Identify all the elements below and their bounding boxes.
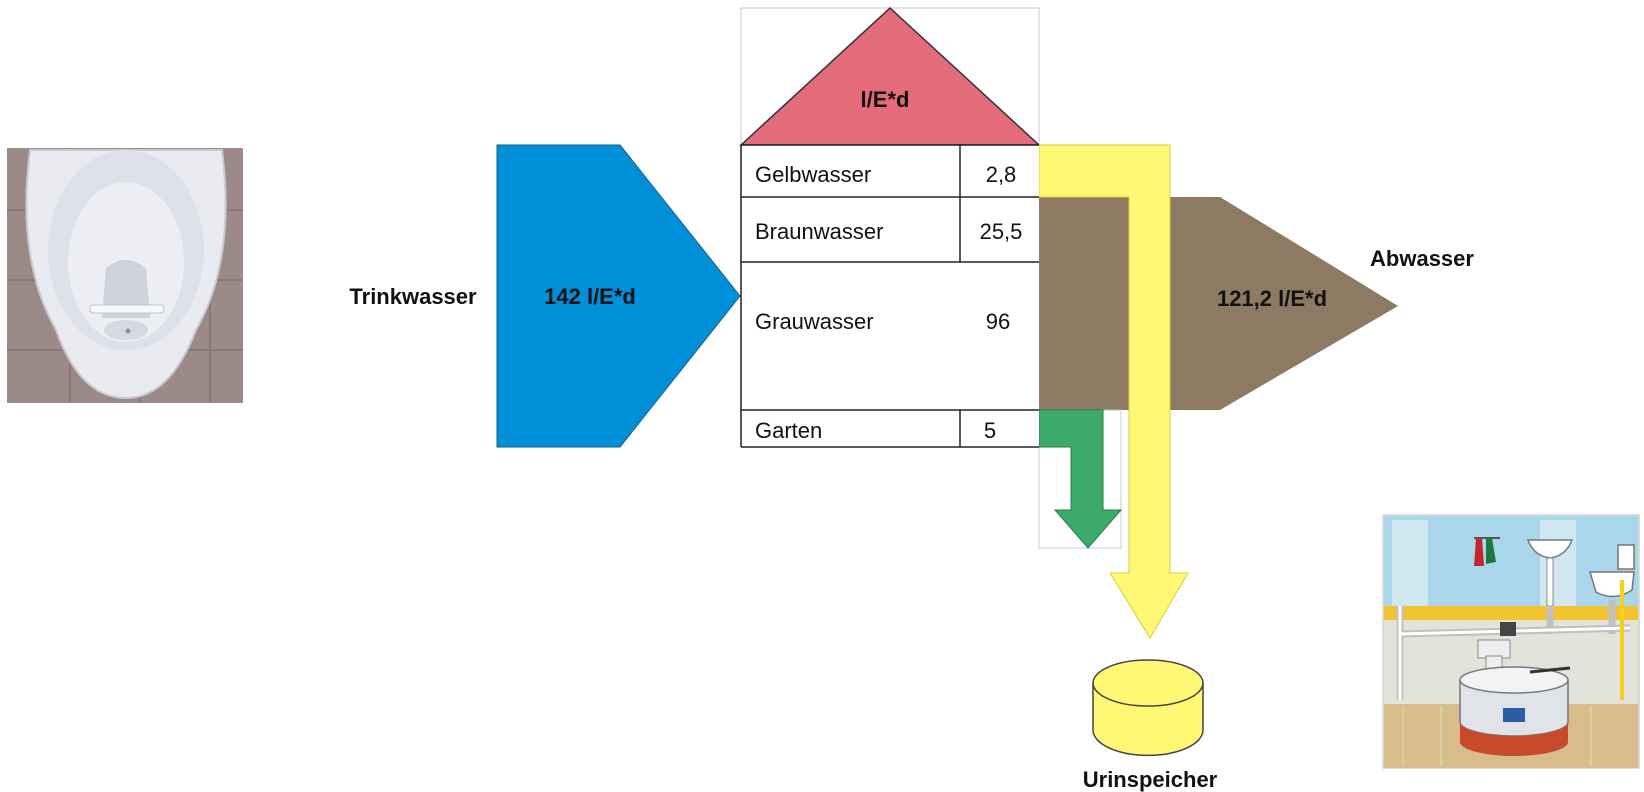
table-row-value: 96 [986, 309, 1010, 334]
outflow-value: 121,2 l/E*d [1217, 286, 1327, 311]
table-row-name: Braunwasser [755, 219, 883, 244]
table-row-value: 25,5 [980, 219, 1023, 244]
table-row-value: 2,8 [986, 162, 1017, 187]
table-row-value: 5 [984, 418, 996, 443]
table-row-name: Garten [755, 418, 822, 443]
inflow-arrow [496, 144, 741, 448]
toilet-photo [7, 148, 243, 403]
inflow-label: Trinkwasser [349, 284, 477, 309]
urine-arrow [1038, 144, 1189, 639]
table-row-name: Gelbwasser [755, 162, 871, 187]
system-illustration [1382, 514, 1640, 769]
flow-table: Gelbwasser 2,8 Braunwasser 25,5 Grauwass… [740, 144, 1039, 448]
roof-unit-label: l/E*d [861, 87, 910, 112]
urine-tank-icon [1092, 659, 1204, 757]
outflow-label: Abwasser [1370, 246, 1474, 271]
roof-triangle [739, 6, 1041, 146]
garden-arrow [1038, 409, 1123, 549]
urine-tank-label: Urinspeicher [1083, 767, 1218, 792]
table-row-name: Grauwasser [755, 309, 874, 334]
inflow-value: 142 l/E*d [544, 284, 636, 309]
